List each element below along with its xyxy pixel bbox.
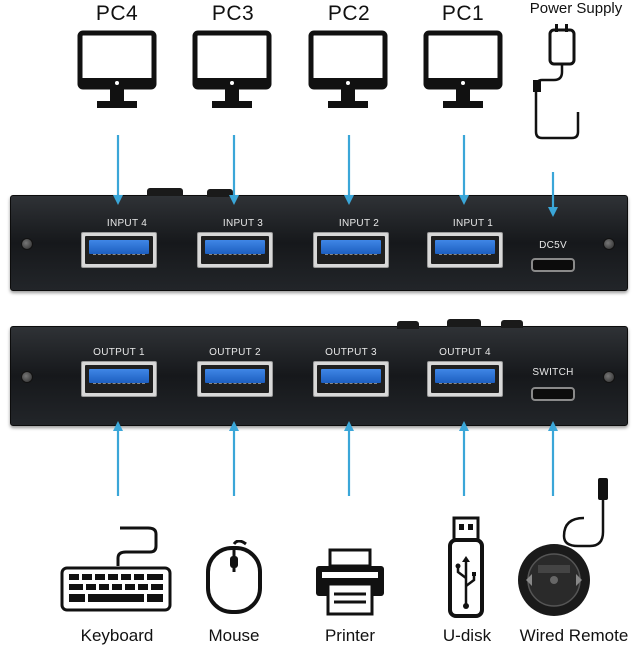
panel-knob [207, 189, 233, 197]
wired-remote-icon [518, 478, 608, 616]
switch-label: SWITCH [532, 367, 574, 378]
usb-output-port-2 [197, 361, 273, 397]
printer-icon [316, 548, 384, 616]
output-2-label: OUTPUT 2 [209, 347, 261, 358]
panel-knob [397, 321, 419, 329]
usb-drive-icon [448, 516, 484, 618]
output-4-label: OUTPUT 4 [439, 347, 491, 358]
output-3-label: OUTPUT 3 [325, 347, 377, 358]
usb-input-port-2 [313, 232, 389, 268]
usb-input-port-4 [81, 232, 157, 268]
screw [21, 371, 33, 383]
keyboard-label: Keyboard [80, 626, 154, 645]
usb-output-port-4 [427, 361, 503, 397]
usb-output-port-3 [313, 361, 389, 397]
panel-knob [447, 319, 481, 327]
pc4-label: PC4 [95, 2, 139, 25]
pc3-label: PC3 [211, 2, 255, 25]
panel-knob [501, 320, 523, 328]
power-supply-label: Power Supply [529, 0, 623, 17]
wired-remote-label: Wired Remote [519, 626, 629, 645]
input-3-label: INPUT 3 [222, 218, 264, 229]
screw [603, 238, 615, 250]
printer-label: Printer [324, 626, 376, 645]
usb-input-port-1 [427, 232, 503, 268]
output-1-label: OUTPUT 1 [93, 347, 145, 358]
input-panel: INPUT 4 INPUT 3 INPUT 2 INPUT 1 DC5V [10, 188, 628, 291]
screw [21, 238, 33, 250]
input-4-label: INPUT 4 [106, 218, 148, 229]
screw [603, 371, 615, 383]
monitor-icon [423, 30, 503, 108]
dc-power-port [531, 258, 575, 272]
keyboard-icon [60, 526, 172, 612]
usb-output-port-1 [81, 361, 157, 397]
input-1-label: INPUT 1 [452, 218, 494, 229]
panel-knob [147, 188, 183, 196]
dc5v-label: DC5V [539, 240, 567, 251]
pc2-label: PC2 [327, 2, 371, 25]
pc1-label: PC1 [441, 2, 485, 25]
power-adapter-icon [533, 24, 580, 140]
output-panel: OUTPUT 1 OUTPUT 2 OUTPUT 3 OUTPUT 4 SWIT… [10, 319, 628, 426]
input-2-label: INPUT 2 [338, 218, 380, 229]
monitor-icon [192, 30, 272, 108]
monitor-icon [77, 30, 157, 108]
mouse-label: Mouse [208, 626, 260, 645]
monitor-icon [308, 30, 388, 108]
udisk-label: U-disk [442, 626, 492, 645]
mouse-icon [206, 540, 262, 614]
switch-port [531, 387, 575, 401]
usb-input-port-3 [197, 232, 273, 268]
